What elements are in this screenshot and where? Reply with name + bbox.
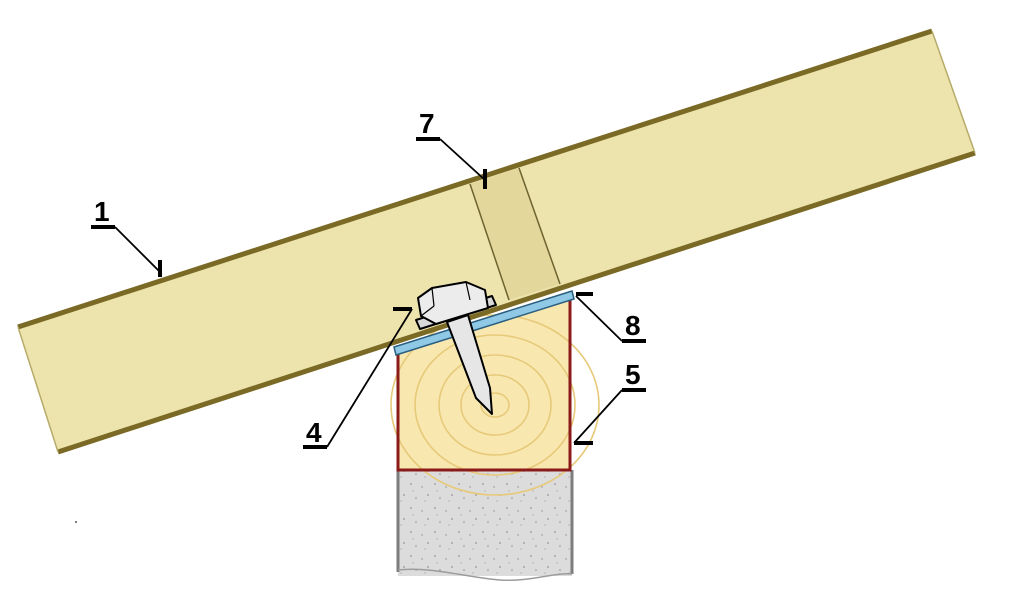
concrete-base	[396, 470, 574, 582]
leader-1	[114, 226, 161, 273]
waterproofing-strip	[393, 290, 575, 356]
callout-8: 8	[625, 310, 641, 341]
callout-7: 7	[419, 108, 435, 139]
fastening-screw	[415, 281, 497, 415]
callout-4: 4	[306, 417, 322, 448]
leader-5	[573, 389, 623, 444]
leader-8	[575, 295, 623, 342]
callout-5: 5	[625, 359, 641, 390]
leader-lines	[91, 137, 646, 449]
rafter-joint-insert	[469, 167, 561, 301]
callout-1: 1	[94, 196, 110, 227]
stray-dot	[75, 521, 77, 523]
leader-7	[439, 138, 486, 181]
leader-4	[326, 308, 413, 448]
